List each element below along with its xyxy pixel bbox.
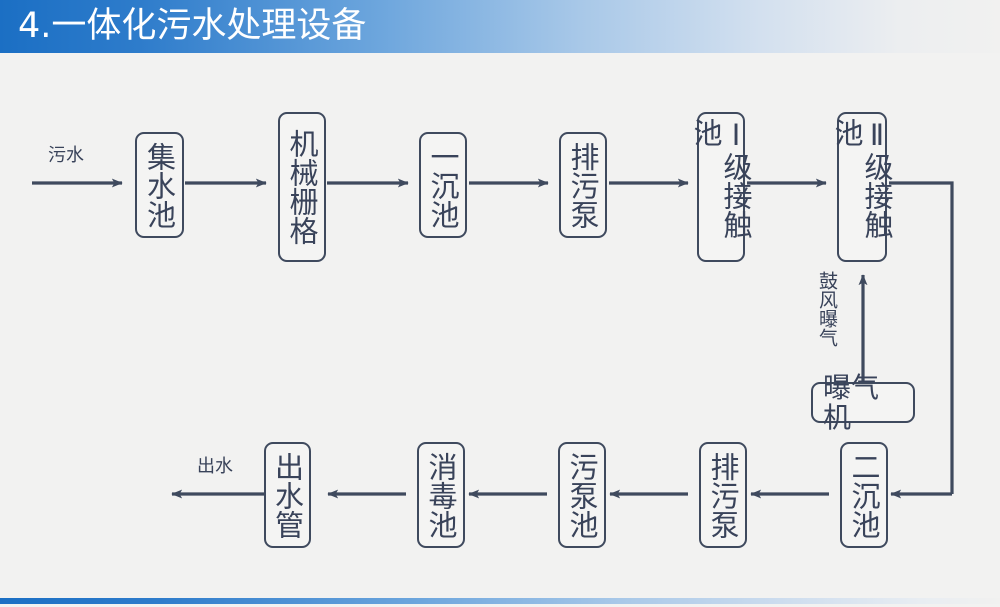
node-primary-settler[interactable]: 一沉池 (419, 132, 467, 238)
page-title: 4.一体化污水处理设备 (18, 6, 367, 46)
node-label: 集水池 (142, 141, 177, 229)
node-label: 二沉池 (847, 451, 881, 539)
node-sewage-pump-2[interactable]: 排污泵 (699, 442, 747, 548)
node-sludge-pump-tank[interactable]: 污泵池 (558, 442, 606, 548)
node-label: 出水管 (270, 451, 305, 539)
node-label: Ⅰ级接触池 (689, 118, 753, 239)
node-disinfection-tank[interactable]: 消毒池 (417, 442, 465, 548)
node-label: 一沉池 (426, 141, 460, 229)
node-label: 排污泵 (566, 141, 600, 229)
node-aerator[interactable]: 曝气机 (811, 372, 915, 432)
title-bar: 4.一体化污水处理设备 (0, 0, 1000, 53)
bottom-accent-bar (0, 598, 1000, 604)
inlet-label: 污水 (48, 145, 84, 166)
flow-diagram: 污水 出水 鼓风曝气 集水池 机械栅格 一沉池 排污泵 Ⅰ级接触池 Ⅱ级接触池 … (0, 53, 1000, 598)
wire-contact2-down (889, 181, 954, 494)
node-label: 消毒池 (424, 451, 458, 539)
node-contact-tank-2[interactable]: Ⅱ级接触池 (830, 112, 894, 262)
aeration-label: 鼓风曝气 (816, 271, 838, 347)
node-outlet-pipe[interactable]: 出水管 (264, 442, 311, 548)
node-collection-tank[interactable]: 集水池 (135, 132, 184, 238)
outlet-label: 出水 (197, 456, 233, 477)
node-secondary-settler[interactable]: 二沉池 (840, 442, 888, 548)
node-label: Ⅱ级接触池 (830, 118, 894, 239)
node-label: 曝气机 (823, 370, 880, 434)
node-sewage-pump-1[interactable]: 排污泵 (559, 132, 607, 238)
node-label: 污泵池 (565, 451, 599, 539)
node-label: 机械栅格 (285, 129, 319, 245)
node-label: 排污泵 (706, 451, 740, 539)
node-mechanical-grate[interactable]: 机械栅格 (278, 112, 326, 262)
node-contact-tank-1[interactable]: Ⅰ级接触池 (689, 112, 753, 262)
